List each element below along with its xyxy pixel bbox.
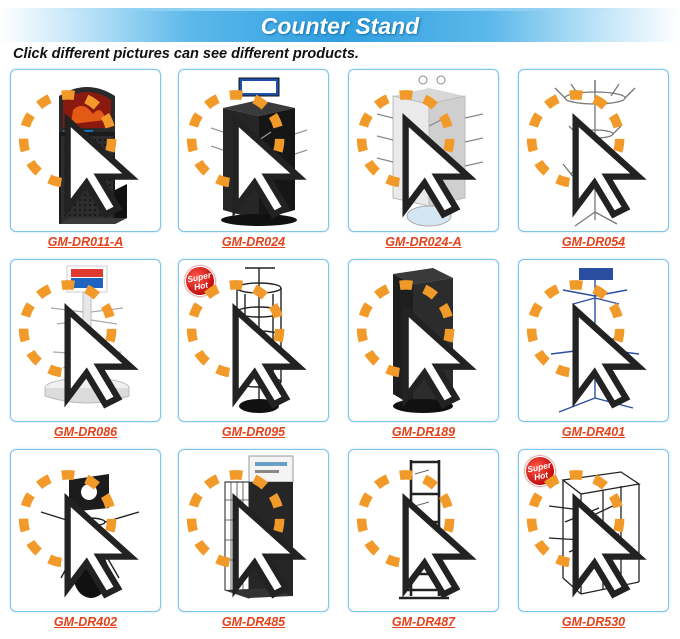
product-image[interactable] <box>10 69 161 232</box>
product-image[interactable] <box>178 449 329 612</box>
product-image[interactable] <box>178 69 329 232</box>
product-link[interactable]: GM-DR401 <box>561 425 626 439</box>
click-pointer-icon <box>356 470 477 599</box>
product-link[interactable]: GM-DR189 <box>391 425 456 439</box>
product-image[interactable] <box>348 69 499 232</box>
product-image[interactable] <box>10 259 161 422</box>
product-image[interactable] <box>348 259 499 422</box>
click-pointer-icon <box>18 280 139 409</box>
product-link[interactable]: GM-DR054 <box>561 235 626 249</box>
click-pointer-icon <box>526 470 647 599</box>
product-link[interactable]: GM-DR024 <box>221 235 286 249</box>
click-pointer-icon <box>186 280 307 409</box>
product-link[interactable]: GM-DR011-A <box>47 235 124 249</box>
click-pointer-icon <box>356 90 477 219</box>
product-image[interactable] <box>518 69 669 232</box>
product-link[interactable]: GM-DR487 <box>391 615 456 629</box>
product-link[interactable]: GM-DR095 <box>221 425 286 439</box>
product-link[interactable]: GM-DR485 <box>221 615 286 629</box>
product-link[interactable]: GM-DR086 <box>53 425 118 439</box>
instruction-text: Click different pictures can see differe… <box>13 46 359 62</box>
banner-stripe <box>0 8 680 11</box>
click-pointer-icon <box>18 470 139 599</box>
click-pointer-icon <box>526 280 647 409</box>
click-pointer-icon <box>186 90 307 219</box>
click-pointer-icon <box>526 90 647 219</box>
section-banner: Counter Stand <box>0 8 680 42</box>
product-image[interactable]: Super Hot <box>518 449 669 612</box>
product-image[interactable] <box>518 259 669 422</box>
product-image[interactable]: Super Hot <box>178 259 329 422</box>
product-link[interactable]: GM-DR402 <box>53 615 118 629</box>
click-pointer-icon <box>356 280 477 409</box>
product-link[interactable]: GM-DR024-A <box>385 235 462 249</box>
click-pointer-icon <box>18 90 139 219</box>
page-title: Counter Stand <box>260 13 420 39</box>
product-image[interactable] <box>348 449 499 612</box>
click-pointer-icon <box>186 470 307 599</box>
product-image[interactable] <box>10 449 161 612</box>
product-link[interactable]: GM-DR530 <box>561 615 626 629</box>
